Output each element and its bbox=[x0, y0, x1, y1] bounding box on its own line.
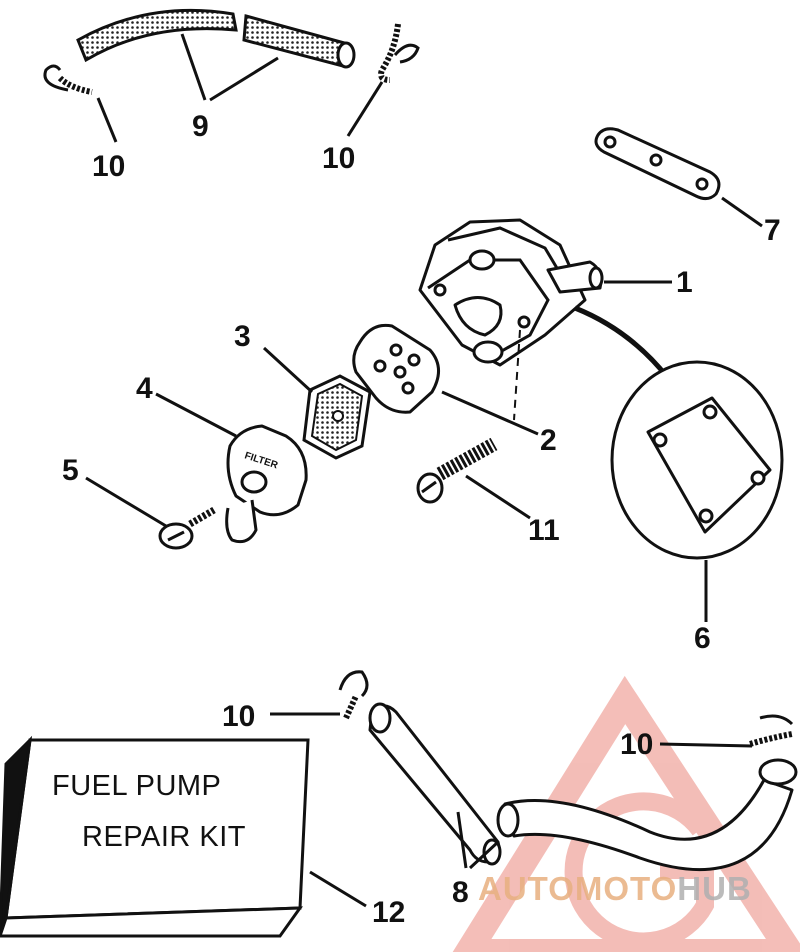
callout-5: 5 bbox=[62, 454, 79, 487]
hose-clamp-bottom-left bbox=[338, 670, 369, 720]
hose-clamp-bottom-right bbox=[749, 714, 794, 747]
hose-clamp-top-left bbox=[43, 64, 93, 95]
watermark-part1: AUTOMOTO bbox=[478, 870, 677, 907]
fuel-hose-rubber bbox=[368, 702, 798, 872]
callout-4: 4 bbox=[136, 372, 153, 405]
watermark-text: AUTOMOTOHUB bbox=[478, 870, 752, 907]
repair-kit-box: FUEL PUMP REPAIR KIT bbox=[0, 735, 310, 938]
callout-1: 1 bbox=[676, 266, 693, 299]
filter-cap-screw bbox=[158, 506, 216, 550]
callout-8: 8 bbox=[452, 876, 469, 909]
kit-box-line1: FUEL PUMP bbox=[52, 770, 221, 802]
filter-cap: FILTER bbox=[225, 424, 308, 544]
pump-mounting-screw bbox=[416, 437, 498, 504]
alignment-line bbox=[513, 329, 521, 421]
fuel-hose-braided bbox=[76, 8, 356, 69]
callout-6: 6 bbox=[694, 622, 711, 655]
leader-lines bbox=[85, 33, 763, 908]
callout-10-top-right: 10 bbox=[322, 142, 355, 175]
callout-3: 3 bbox=[234, 320, 251, 353]
hose-clamp-top-right bbox=[378, 23, 420, 83]
kit-box-line2: REPAIR KIT bbox=[82, 821, 246, 853]
filter-screen bbox=[302, 374, 372, 460]
callout-11: 11 bbox=[528, 514, 560, 547]
callout-10-bottom-right: 10 bbox=[620, 728, 653, 761]
watermark-part2: HUB bbox=[677, 870, 752, 907]
callout-2: 2 bbox=[540, 424, 557, 457]
callout-9: 9 bbox=[192, 110, 209, 143]
svg-text:AUTOMOTOHUB: AUTOMOTOHUB bbox=[478, 870, 752, 907]
fuel-pump-body bbox=[418, 218, 670, 380]
callout-10-bottom-left: 10 bbox=[222, 700, 255, 733]
mounting-plate-disc bbox=[610, 360, 784, 560]
filter-cover-plate bbox=[352, 323, 440, 414]
pump-gasket bbox=[594, 127, 721, 201]
callout-7: 7 bbox=[764, 214, 781, 247]
callout-10-top-left: 10 bbox=[92, 150, 125, 183]
callout-labels: 1 2 3 4 5 6 7 8 9 10 10 10 10 11 12 bbox=[62, 110, 781, 929]
callout-12: 12 bbox=[372, 896, 405, 929]
